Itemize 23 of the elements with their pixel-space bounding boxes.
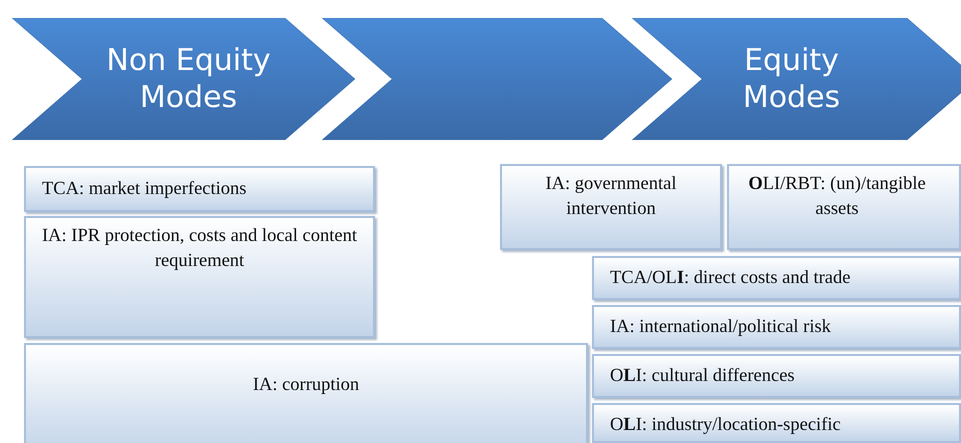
text-box <box>500 164 722 250</box>
box-label: IA: international/political risk <box>610 316 831 339</box>
text-box <box>24 343 588 443</box>
box-label: TCA: market imperfections <box>42 178 246 201</box>
box-label: OLI/RBT: (un)/tangible assets <box>747 173 927 221</box>
box-label: OLI: industry/location-specific <box>610 414 841 435</box>
text-box <box>24 216 375 338</box>
box-label: IA: corruption <box>252 374 360 397</box>
chevron-label: Non Equity Modes <box>105 42 272 116</box>
text-box <box>727 164 961 250</box>
text-box <box>24 166 375 212</box>
box-label: TCA/OLI: direct costs and trade <box>610 266 850 290</box>
chevron-label: Equity Modes <box>742 42 842 116</box>
chevron-shape <box>322 18 672 140</box>
chevron-shape <box>12 18 355 140</box>
box-label: IA: governmental intervention <box>544 173 678 221</box>
text-box <box>592 354 961 398</box>
box-label: IA: IPR protection, costs and local content requirement <box>42 225 357 273</box>
text-box <box>592 305 961 349</box>
text-box <box>592 256 961 300</box>
text-box <box>592 403 961 443</box>
chevron-shape <box>632 18 961 140</box>
box-label: OLI: cultural differences <box>610 364 795 388</box>
